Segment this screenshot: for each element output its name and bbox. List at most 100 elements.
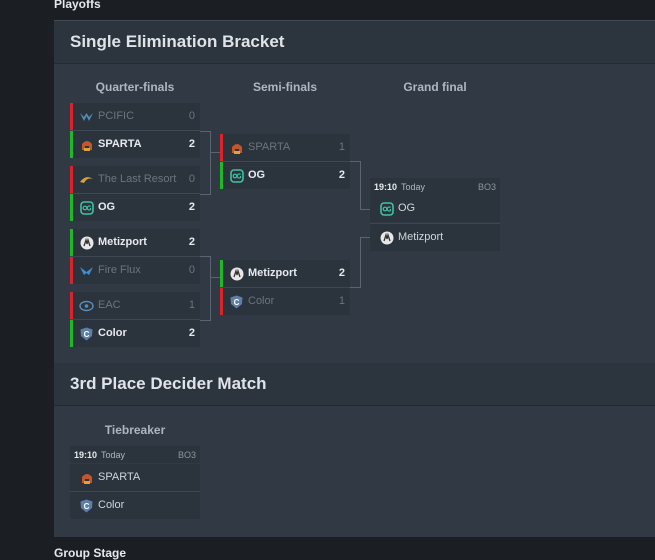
bracket-connector [350, 237, 361, 288]
team-name: SPARTA [248, 141, 291, 153]
svg-text:C: C [84, 330, 90, 339]
sparta-helmet-icon [79, 137, 94, 152]
team-name: EAC [98, 299, 121, 311]
metizport-icon [379, 230, 394, 245]
team-score: 2 [188, 327, 195, 339]
team-slot[interactable]: C Color 2 [70, 320, 200, 347]
bracket-connector [200, 256, 211, 278]
match-time: 19:10 [74, 450, 98, 460]
fire-flux-icon [79, 263, 94, 278]
team-slot[interactable]: Metizport [370, 224, 500, 251]
round-label-tiebreaker: Tiebreaker [104, 423, 166, 437]
svg-text:C: C [234, 298, 240, 307]
match-header: 19:10 Today BO3 [370, 178, 500, 195]
team-slot[interactable]: Fire Flux 0 [70, 257, 200, 284]
team-slot[interactable]: The Last Resort 0 [70, 166, 200, 193]
team-score: 2 [188, 201, 195, 213]
team-score: 1 [338, 141, 345, 153]
third-place-title: 3rd Place Decider Match [70, 374, 267, 393]
team-score: 1 [338, 295, 345, 307]
color-shield-icon: C [79, 498, 94, 513]
metizport-icon [229, 266, 244, 281]
team-slot[interactable]: SPARTA [70, 464, 200, 491]
bracket-connector [200, 131, 211, 153]
sparta-helmet-icon [79, 470, 94, 485]
bracket-connector [360, 237, 370, 239]
team-name: SPARTA [98, 138, 142, 150]
team-slot[interactable]: EAC 1 [70, 292, 200, 319]
team-name: Metizport [398, 231, 444, 243]
slot-divider [220, 161, 350, 162]
bracket-title: Single Elimination Bracket [70, 32, 285, 51]
third-place-section-header: 3rd Place Decider Match [54, 363, 655, 406]
round-label-grand-final: Grand final [403, 80, 467, 94]
team-score: 0 [188, 264, 195, 276]
match-day: Today [401, 182, 426, 192]
team-score: 2 [188, 236, 195, 248]
sparta-helmet-icon [229, 140, 244, 155]
team-slot[interactable]: OG 2 [70, 194, 200, 221]
team-score: 2 [338, 169, 345, 181]
team-slot[interactable]: C Color [70, 492, 200, 519]
last-resort-icon [79, 172, 94, 187]
team-slot[interactable]: Metizport 2 [220, 260, 350, 287]
team-name: Color [98, 327, 127, 339]
pcific-wing-icon [79, 109, 94, 124]
round-label-quarterfinals: Quarter-finals [95, 80, 175, 94]
team-name: OG [248, 169, 266, 181]
match-header: 19:10 Today BO3 [70, 446, 200, 463]
metizport-icon [79, 235, 94, 250]
team-slot[interactable]: Metizport 2 [70, 229, 200, 256]
slot-divider [70, 193, 200, 194]
team-name: Color [248, 295, 275, 307]
team-score: 0 [188, 110, 195, 122]
bracket-connector [210, 277, 220, 279]
bracket-connector [360, 209, 370, 211]
team-slot[interactable]: OG 2 [220, 162, 350, 189]
slot-divider [70, 256, 200, 257]
match-format: BO3 [177, 450, 196, 460]
team-name: OG [98, 201, 116, 213]
team-name: SPARTA [98, 471, 141, 483]
team-name: Color [98, 499, 125, 511]
team-name: PCIFIC [98, 110, 135, 122]
slot-divider [370, 223, 500, 224]
page-heading: Playoffs [54, 0, 101, 11]
team-name: Fire Flux [98, 264, 141, 276]
team-score: 0 [188, 173, 195, 185]
match-format: BO3 [477, 182, 496, 192]
round-label-semifinals: Semi-finals [252, 80, 318, 94]
slot-divider [70, 130, 200, 131]
team-name: Metizport [98, 236, 147, 248]
team-score: 2 [188, 138, 195, 150]
team-score: 1 [188, 299, 195, 311]
team-name: The Last Resort [98, 173, 177, 185]
team-slot[interactable]: SPARTA 1 [220, 134, 350, 161]
og-icon [379, 201, 394, 216]
svg-text:C: C [84, 502, 90, 511]
eac-icon [79, 298, 94, 313]
match-time: 19:10 [374, 182, 398, 192]
slot-divider [70, 491, 200, 492]
color-shield-icon: C [229, 294, 244, 309]
color-shield-icon: C [79, 326, 94, 341]
team-slot[interactable]: PCIFIC 0 [70, 103, 200, 130]
team-slot[interactable]: SPARTA 2 [70, 131, 200, 158]
bracket-connector [350, 161, 361, 210]
team-slot[interactable]: OG [370, 195, 500, 222]
team-slot[interactable]: C Color 1 [220, 288, 350, 315]
slot-divider [220, 287, 350, 288]
bracket-connector [200, 152, 211, 195]
match-day: Today [101, 450, 126, 460]
bracket-section-header: Single Elimination Bracket [54, 21, 655, 64]
team-name: OG [398, 202, 416, 214]
slot-divider [70, 319, 200, 320]
bracket-connector [200, 277, 211, 321]
team-name: Metizport [248, 267, 297, 279]
page-footer-heading: Group Stage [54, 546, 127, 560]
og-icon [79, 200, 94, 215]
playoffs-panel: Single Elimination Bracket Quarter-final… [54, 20, 655, 537]
team-score: 2 [338, 267, 345, 279]
og-icon [229, 168, 244, 183]
bracket-connector [210, 152, 220, 154]
